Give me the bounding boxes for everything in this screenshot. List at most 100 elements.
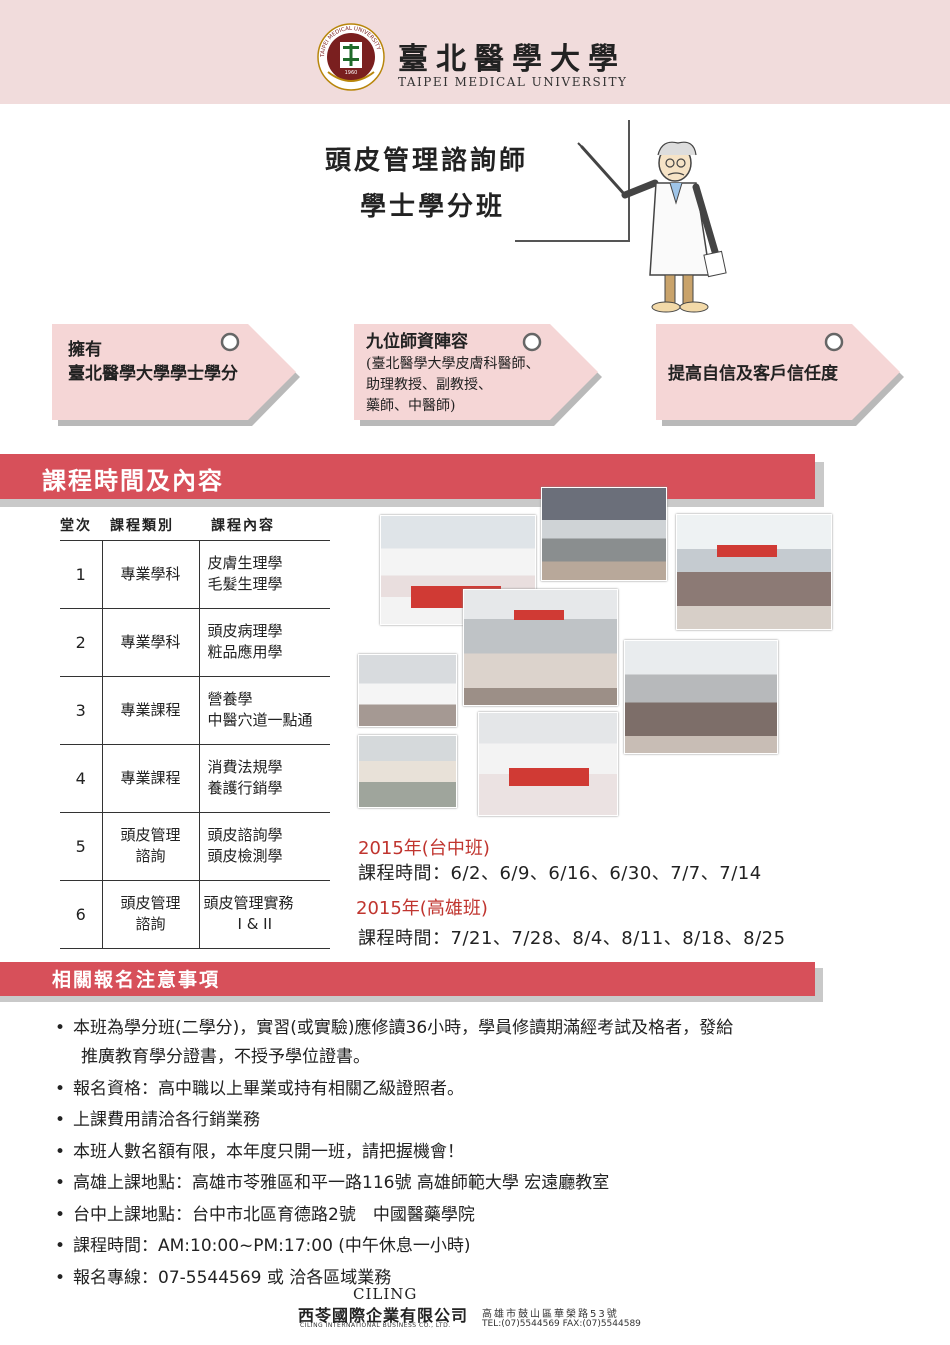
note-text: 報名專線：07-5544569 或 洽各區域業務 [73, 1267, 392, 1288]
class-photo-7 [358, 735, 457, 808]
class-photo-6 [624, 640, 778, 754]
university-seal-icon: TAIPEI MEDICAL UNIVERSITY 1960 [317, 23, 385, 91]
session-number: 5 [60, 812, 103, 881]
list-item: 上課費用請洽各行銷業務 [55, 1106, 925, 1135]
highlight-faculty-line1: (臺北醫學大學皮膚科醫師、 [366, 356, 540, 372]
course-category-line: 專業學科 [120, 564, 181, 583]
course-content-line: 頭皮檢測學 [207, 847, 283, 865]
class-photo-3 [676, 514, 832, 630]
photo-banner [514, 610, 564, 620]
column-header-session: 堂次 [60, 510, 102, 541]
session-number: 6 [60, 880, 103, 949]
tag-shape-icon [354, 324, 602, 426]
program-title-line2: 學士學分班 [360, 192, 506, 222]
highlight-credit: 擁有 臺北醫學大學學士學分 [52, 322, 304, 428]
course-category-line: 專業學科 [120, 632, 181, 651]
list-item: 台中上課地點：台中市北區育德路2號 中國醫藥學院 [55, 1201, 925, 1230]
course-content-line: 粧品應用學 [207, 643, 283, 661]
course-content: 頭皮管理實務 I & II [199, 880, 330, 949]
seal-year: 1960 [345, 70, 358, 76]
course-content-line: 皮膚生理學 [207, 554, 283, 572]
schedule-taichung-dates: 課程時間：6/2、6/9、6/16、6/30、7/7、7/14 [358, 863, 762, 884]
table-row: 4 專業課程 消費法規學養護行銷學 [60, 744, 330, 813]
program-title-line1: 頭皮管理諮詢師 [325, 146, 529, 176]
note-text: 台中上課地點：台中市北區育德路2號 中國醫藥學院 [73, 1204, 475, 1225]
class-photo-2 [541, 487, 667, 581]
course-content-line: 營養學 [207, 690, 253, 708]
schedule-kaohsiung-title: 2015年(高雄班) [356, 898, 488, 919]
notes-list: 本班為學分班(二學分)，實習(或實驗)應修讀36小時，學員修讀期滿經考試及格者，… [55, 1014, 925, 1295]
list-item: 報名專線：07-5544569 或 洽各區域業務 [55, 1264, 925, 1293]
list-item: 本班為學分班(二學分)，實習(或實驗)應修讀36小時，學員修讀期滿經考試及格者，… [55, 1014, 925, 1072]
section-band-notes [0, 962, 815, 996]
column-header-content: 課程內容 [199, 510, 330, 541]
course-content: 頭皮諮詢學頭皮檢測學 [199, 812, 330, 881]
tag-shape-icon [656, 324, 904, 426]
blackboard-frame [515, 120, 630, 242]
course-content-line: 頭皮管理實務 [203, 894, 294, 912]
course-category-line: 諮詢 [135, 915, 166, 933]
university-name-en: TAIPEI MEDICAL UNIVERSITY [398, 75, 628, 89]
course-content-line: 中醫穴道一點通 [207, 711, 313, 729]
course-category-line: 專業課程 [120, 768, 181, 787]
table-row: 2 專業學科 頭皮病理學粧品應用學 [60, 608, 330, 677]
course-content: 頭皮病理學粧品應用學 [199, 608, 330, 677]
highlight-faculty-line2: 助理教授、副教授、 [366, 377, 492, 393]
highlight-faculty-line3: 藥師、中醫師) [366, 398, 456, 414]
course-category: 專業學科 [102, 540, 200, 609]
course-content-line: 頭皮病理學 [207, 622, 283, 640]
footer-brand: CILING [353, 1285, 418, 1303]
section-heading-course: 課程時間及內容 [42, 467, 224, 495]
photo-banner [717, 545, 777, 557]
course-category-line: 諮詢 [135, 847, 166, 865]
section-band-course [0, 454, 815, 499]
course-table: 堂次 課程類別 課程內容 1 專業學科 皮膚生理學毛髮生理學 2 專業學科 頭皮… [60, 510, 330, 949]
tag-shape-icon [52, 324, 300, 426]
list-item: 課程時間：AM:10:00~PM:17:00 (中午休息一小時) [55, 1232, 925, 1261]
table-row: 6 頭皮管理諮詢 頭皮管理實務 I & II [60, 880, 330, 949]
course-category: 專業學科 [102, 608, 200, 677]
table-row: 1 專業學科 皮膚生理學毛髮生理學 [60, 540, 330, 609]
course-category: 頭皮管理諮詢 [102, 880, 200, 949]
footer-contact: TEL:(07)5544569 FAX:(07)5544589 [482, 1319, 641, 1329]
schedule-kaohsiung-dates: 課程時間：7/21、7/28、8/4、8/11、8/18、8/25 [358, 928, 786, 949]
note-text: 推廣教育學分證書，不授予學位證書。 [81, 1047, 370, 1067]
table-header-row: 堂次 課程類別 課程內容 [60, 510, 330, 541]
footer-address: 高雄市鼓山區華榮路53號 [482, 1309, 619, 1320]
session-number: 2 [60, 608, 103, 677]
class-photo-8 [478, 712, 618, 816]
highlight-faculty: 九位師資陣容 (臺北醫學大學皮膚科醫師、 助理教授、副教授、 藥師、中醫師) [354, 322, 606, 428]
course-content-line: I & II [237, 915, 273, 933]
table-row: 3 專業課程 營養學中醫穴道一點通 [60, 676, 330, 745]
footer-company-zh: 西苓國際企業有限公司 [298, 1306, 469, 1325]
list-item: 本班人數名額有限，本年度只開一班，請把握機會！ [55, 1138, 925, 1167]
note-text: 本班為學分班(二學分)，實習(或實驗)應修讀36小時，學員修讀期滿經考試及格者，… [73, 1018, 734, 1038]
course-content-line: 養護行銷學 [207, 779, 283, 797]
university-name-zh: 臺北醫學大學 [398, 42, 626, 77]
class-photo-4 [463, 589, 618, 706]
note-text: 上課費用請洽各行銷業務 [73, 1110, 260, 1130]
note-text: 報名資格：高中職以上畢業或持有相關乙級證照者。 [73, 1078, 464, 1099]
footer-company-en: CILING INTERNATIONAL BUSINESS CO., LTD. [300, 1322, 451, 1329]
course-content-line: 毛髮生理學 [207, 575, 283, 593]
highlight-confidence: 提高自信及客戶信任度 [656, 322, 908, 428]
highlight-faculty-title: 九位師資陣容 [366, 332, 468, 352]
course-category-line: 專業課程 [120, 700, 181, 719]
highlight-confidence-line1: 提高自信及客戶信任度 [668, 364, 838, 384]
course-category: 專業課程 [102, 676, 200, 745]
schedule-taichung-title: 2015年(台中班) [358, 838, 490, 859]
highlight-credit-line2: 臺北醫學大學學士學分 [68, 364, 238, 384]
course-content: 消費法規學養護行銷學 [199, 744, 330, 813]
course-content: 皮膚生理學毛髮生理學 [199, 540, 330, 609]
course-content-line: 頭皮諮詢學 [207, 826, 283, 844]
list-item: 報名資格：高中職以上畢業或持有相關乙級證照者。 [55, 1075, 925, 1104]
photo-banner [509, 768, 589, 786]
list-item: 高雄上課地點：高雄市苓雅區和平一路116號 高雄師範大學 宏遠廳教室 [55, 1169, 925, 1198]
session-number: 1 [60, 540, 103, 609]
professor-illustration [577, 141, 727, 313]
highlight-credit-line1: 擁有 [68, 340, 102, 360]
course-content: 營養學中醫穴道一點通 [199, 676, 330, 745]
column-header-category: 課程類別 [102, 510, 199, 541]
note-text: 高雄上課地點：高雄市苓雅區和平一路116號 高雄師範大學 宏遠廳教室 [73, 1173, 610, 1193]
session-number: 3 [60, 676, 103, 745]
